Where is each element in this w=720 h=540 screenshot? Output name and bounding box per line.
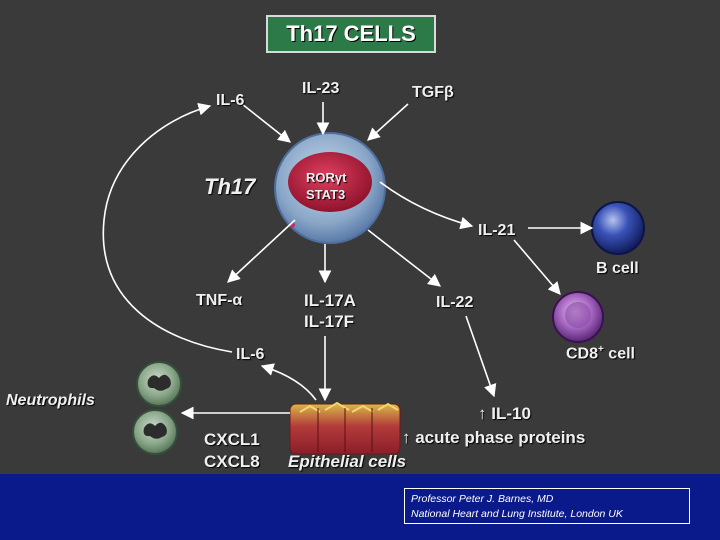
arrow-epithelial-to-il6 xyxy=(260,363,317,401)
arrow-th17-to-il22 xyxy=(367,229,442,287)
diagram-title: Th17 CELLS xyxy=(266,15,436,53)
neutrophil-image-1 xyxy=(136,361,182,407)
label-il23: IL-23 xyxy=(302,80,340,97)
label-epithelial-cells: Epithelial cells xyxy=(288,452,407,471)
epithelial-cells-image xyxy=(289,401,401,455)
label-th17: Th17 xyxy=(204,174,256,199)
label-tnfa: TNF-α xyxy=(196,292,243,309)
credit-box: Professor Peter J. Barnes, MD National H… xyxy=(404,488,690,524)
label-il6-input: IL-6 xyxy=(216,92,245,109)
credit-line-1: Professor Peter J. Barnes, MD xyxy=(411,493,554,505)
label-acute-phase: ↑ acute phase proteins xyxy=(402,428,586,447)
diagram-graphics xyxy=(102,102,645,455)
label-roryt: RORγt xyxy=(306,170,347,185)
arrow-th17-to-il21 xyxy=(379,181,474,230)
label-b-cell: B cell xyxy=(596,260,639,277)
arrow-il6-to-th17 xyxy=(241,103,292,143)
arrow-tgfb-to-th17 xyxy=(367,103,409,141)
label-il6-output: IL-6 xyxy=(236,346,265,363)
label-il21: IL-21 xyxy=(478,222,516,239)
cd8-cell-image xyxy=(552,291,604,343)
footer-bar xyxy=(0,474,720,540)
label-stat3: STAT3 xyxy=(306,187,346,202)
neutrophil-image-2 xyxy=(132,409,178,455)
label-tgfb: TGFβ xyxy=(412,84,454,101)
b-cell-image xyxy=(591,201,645,255)
label-cxcl1: CXCL1 xyxy=(204,430,260,449)
label-il10: ↑ IL-10 xyxy=(478,404,531,423)
label-il17f: IL-17F xyxy=(304,312,355,331)
diagram-canvas: Th17 CELLS IL-6 IL-23 TGFβ Th17 RORγt ST… xyxy=(6,15,645,471)
th17-cell xyxy=(274,132,386,244)
arrow-il6-loop xyxy=(102,102,233,353)
label-cd8-cell: CD8+ cell xyxy=(566,344,635,363)
credit-line-2: National Heart and Lung Institute, Londo… xyxy=(411,508,623,520)
label-il22: IL-22 xyxy=(436,294,474,311)
arrow-il21-to-cd8 xyxy=(513,239,561,295)
label-il17a: IL-17A xyxy=(304,291,356,310)
arrow-th17-to-tnfa xyxy=(227,219,296,283)
label-cxcl8: CXCL8 xyxy=(204,452,260,471)
arrow-il22-to-il10 xyxy=(465,315,497,398)
label-neutrophils: Neutrophils xyxy=(6,392,95,409)
